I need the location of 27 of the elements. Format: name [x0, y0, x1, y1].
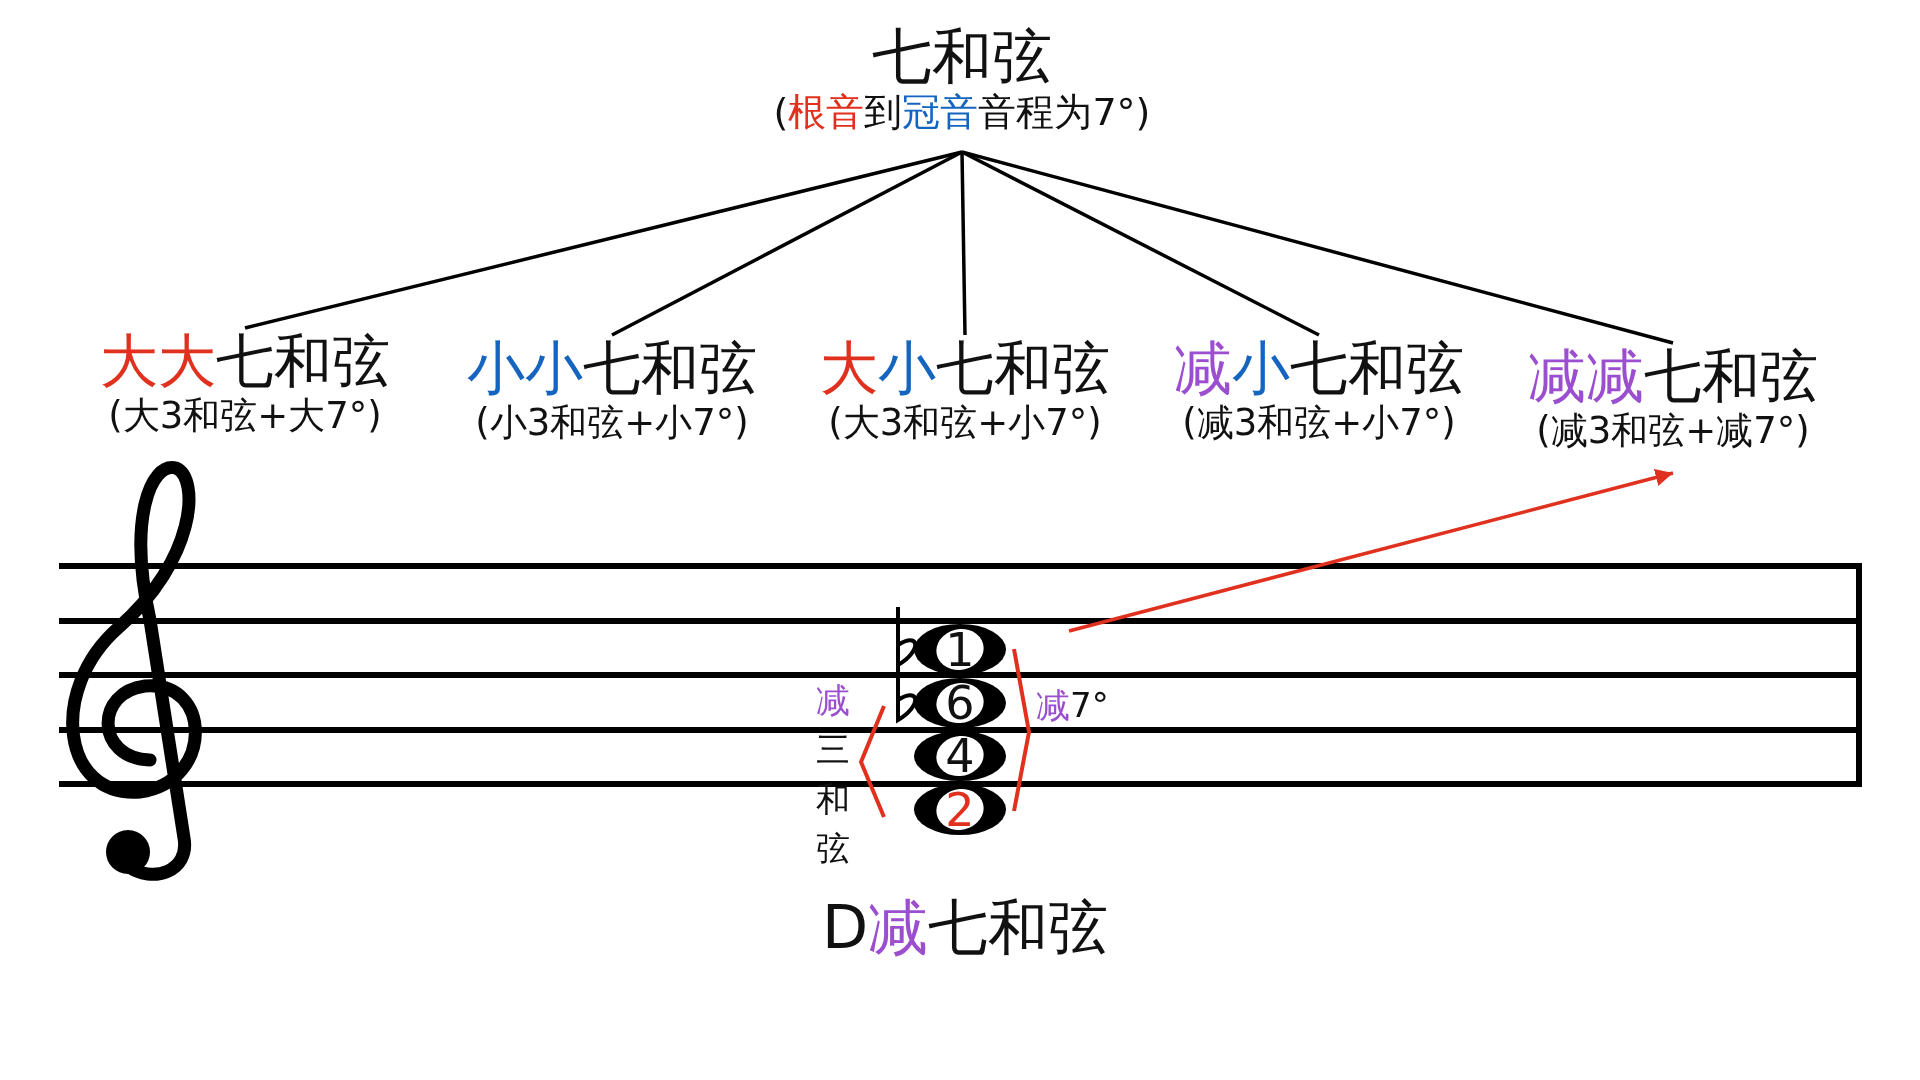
connector-line	[244, 150, 963, 330]
chord-name: 小小七和弦	[467, 335, 757, 402]
chord-formula: (减3和弦+减7°)	[1536, 409, 1810, 453]
chord-formula: (小3和弦+小7°)	[475, 401, 749, 445]
chord-label: D减七和弦	[822, 894, 1109, 960]
chord-name: 大小七和弦	[820, 335, 1110, 402]
chord-formula: (大3和弦+大7°)	[108, 394, 382, 438]
chord-name: 大大七和弦	[100, 328, 390, 395]
note-number: 4	[945, 733, 975, 779]
subheading-text: (根音到冠音音程为7°)	[773, 91, 1151, 135]
whole-note	[913, 730, 1007, 782]
connector-line	[960, 151, 967, 336]
interval-annotation: 减7°	[1036, 687, 1109, 725]
vertical-annotation: 减三和弦	[815, 679, 851, 870]
connector-line	[961, 150, 1674, 345]
chord-name: 减小七和弦	[1174, 335, 1464, 402]
chord-formula: (大3和弦+小7°)	[828, 401, 1102, 445]
whole-note	[913, 677, 1007, 729]
chord-name: 减减七和弦	[1528, 343, 1818, 410]
note-number: 1	[945, 626, 975, 673]
connector-line	[961, 150, 1320, 337]
note-number: 2	[945, 786, 975, 833]
arrow	[1068, 468, 1674, 633]
connector-line	[611, 150, 963, 337]
chord-formula: (减3和弦+小7°)	[1182, 401, 1456, 445]
note-number: 6	[945, 680, 975, 726]
heading-text: 七和弦	[872, 22, 1052, 91]
